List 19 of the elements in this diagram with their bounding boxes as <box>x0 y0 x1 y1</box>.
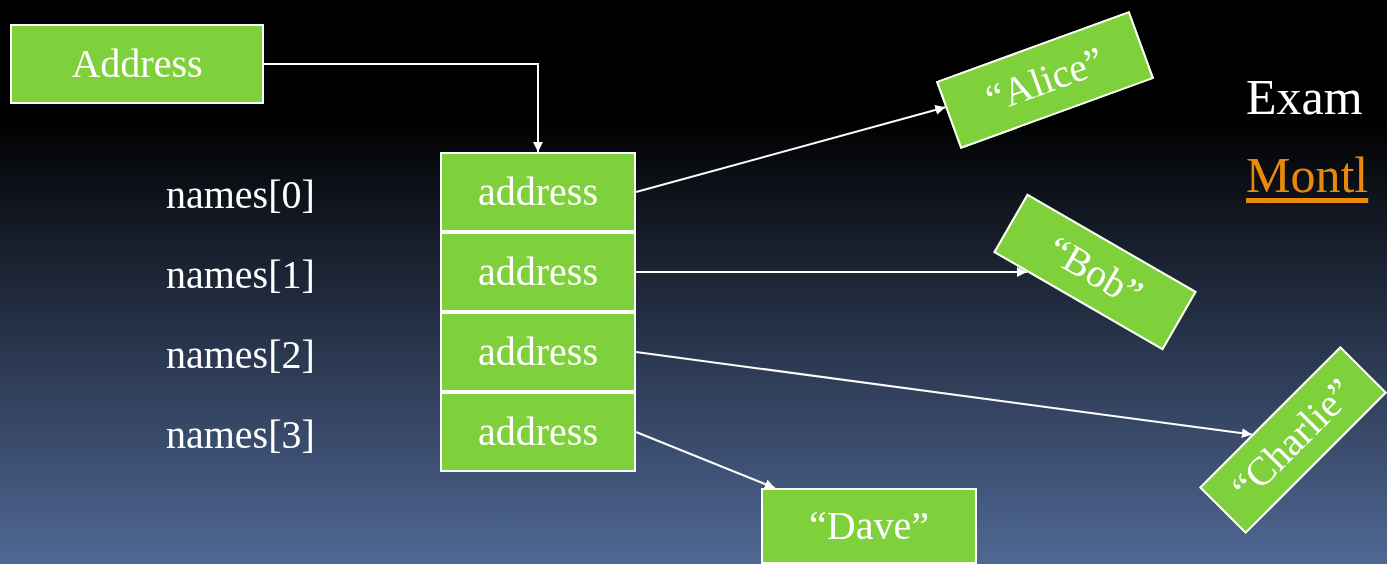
arrow <box>635 431 776 489</box>
rotated-value-box: “Bob” <box>993 193 1197 351</box>
arrow <box>263 63 543 153</box>
arrow <box>635 267 1028 277</box>
array-cell: address <box>440 152 636 232</box>
heading-text: Exam <box>1246 72 1363 122</box>
rotated-value-box: “Alice” <box>935 10 1155 150</box>
index-label: names[2] <box>166 335 315 375</box>
index-label: names[3] <box>166 415 315 455</box>
array-cell: “Dave” <box>761 488 977 564</box>
index-label: names[0] <box>166 175 315 215</box>
index-label: names[1] <box>166 255 315 295</box>
array-cell: address <box>440 392 636 472</box>
pointer-box: Address <box>10 24 264 104</box>
array-cell: address <box>440 232 636 312</box>
link-text: Montl <box>1246 150 1369 200</box>
array-cell: address <box>440 312 636 392</box>
arrow <box>635 351 1253 439</box>
arrow <box>635 105 947 193</box>
